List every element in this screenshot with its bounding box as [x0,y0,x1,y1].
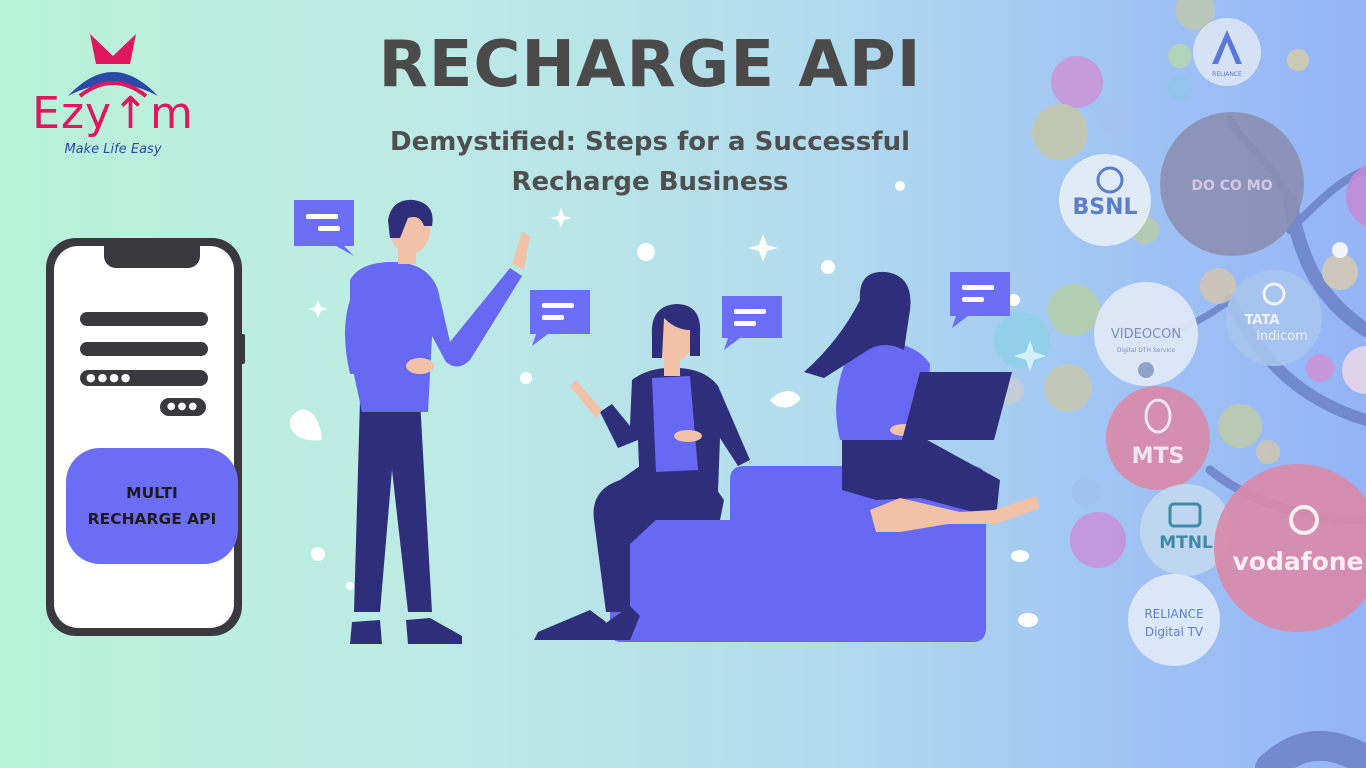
mts-label: MTS [1132,444,1185,469]
reliance-digital-tv-logo-bubble: RELIANCE Digital TV [1128,574,1220,666]
phone-side-button [240,334,245,364]
page-subtitle: Demystified: Steps for a Successful Rech… [390,127,910,197]
mtnl-logo-bubble: MTNL [1140,484,1232,576]
crown-icon [68,34,158,98]
phone-mockup: ●●●● ●●● MULTI RECHARGE API [46,238,245,636]
indicom-label: indicom [1256,329,1307,344]
reliance-dtv-label-2: Digital TV [1145,625,1204,639]
bsnl-logo-bubble: BSNL [1059,154,1151,246]
tata-label: TATA [1245,313,1280,328]
mts-logo-bubble: MTS [1106,386,1210,490]
logo-wordmark: Ezy↑m [32,88,194,139]
page-title: RECHARGE API [378,28,922,102]
tata-indicom-logo-bubble: TATA indicom [1226,270,1322,366]
vodafone-label: vodafone [1232,547,1363,576]
sitting-woman-middle [534,304,750,640]
chat-bubble-4 [950,272,1010,328]
phone-text-line-1 [80,312,208,326]
phone-notch [104,246,200,268]
chat-bubble-3 [722,296,782,350]
videocon-sub-label: Digital DTH Service [1117,347,1176,354]
reliance-top-label: RELIANCE [1212,71,1242,78]
phone-screen: ●●●● ●●● MULTI RECHARGE API [54,246,238,628]
standing-man [345,199,530,644]
docomo-logo-bubble: DO CO MO [1160,112,1304,256]
reliance-top-logo-bubble: RELIANCE [1193,18,1261,86]
decorative-bubbles [994,0,1358,568]
vodafone-logo-bubble: vodafone [1214,464,1366,632]
sitting-woman-laptop [804,271,1040,532]
reliance-dtv-label-1: RELIANCE [1144,607,1203,621]
videocon-logo-bubble: VIDEOCON Digital DTH Service [1094,282,1198,386]
bsnl-label: BSNL [1072,195,1137,220]
partial-circle-right [1342,346,1366,394]
multi-recharge-api-button[interactable]: MULTI RECHARGE API [66,448,238,564]
partial-circle-top-right [1346,165,1366,227]
mtnl-label: MTNL [1159,533,1213,553]
sparkle-decorations [289,181,1046,627]
ezytm-logo: Ezy↑m Make Life Easy [28,30,198,165]
logo-tagline: Make Life Easy [64,142,162,157]
phone-more-button[interactable]: ●●● [160,398,206,416]
phone-text-line-2 [80,342,208,356]
chat-bubble-1 [294,200,354,256]
videocon-label: VIDEOCON [1111,327,1181,342]
phone-password-field[interactable]: ●●●● [80,370,208,386]
docomo-label: DO CO MO [1191,178,1272,194]
chat-bubble-2 [530,290,590,346]
